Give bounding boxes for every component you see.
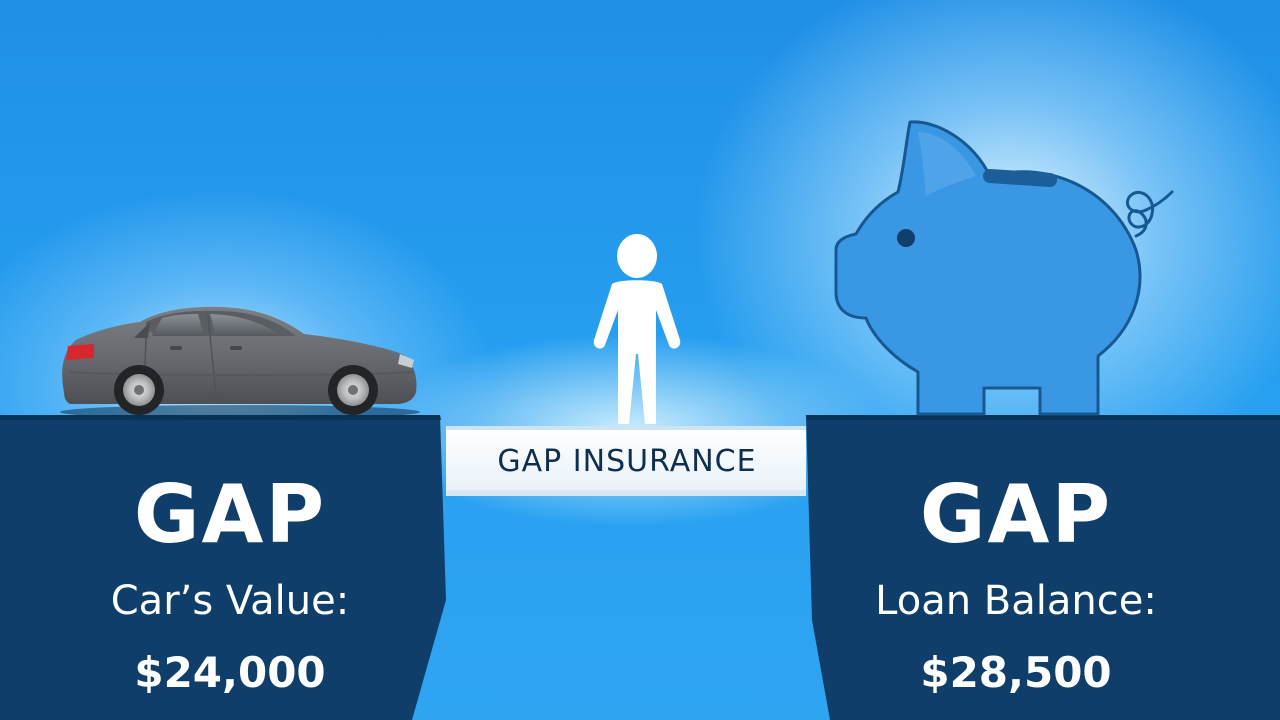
right-cliff <box>806 415 1280 720</box>
right-cliff-edge <box>806 415 1280 420</box>
right-gap-heading: GAP <box>919 468 1113 561</box>
loan-balance-label: Loan Balance: <box>875 578 1157 624</box>
piggy-bank-icon <box>834 120 1174 416</box>
left-cliff <box>0 415 446 720</box>
person-icon <box>593 234 681 424</box>
gap-insurance-label: GAP INSURANCE <box>497 444 757 479</box>
left-gap-heading: GAP <box>133 468 327 561</box>
loan-balance-amount: $28,500 <box>920 648 1112 697</box>
bridge-plank <box>446 426 806 496</box>
car-icon <box>60 306 420 419</box>
car-value-label: Car’s Value: <box>110 578 350 624</box>
car-value-amount: $24,000 <box>134 648 326 697</box>
